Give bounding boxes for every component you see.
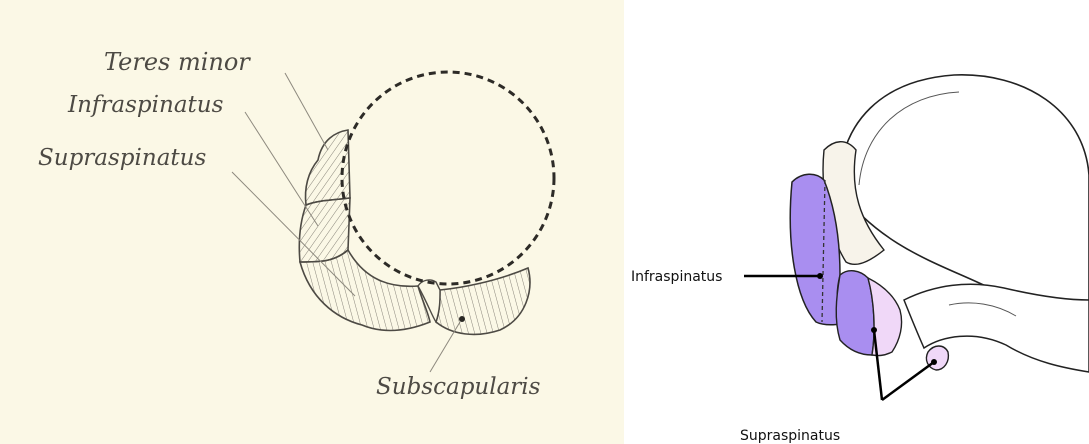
infraspinatus-region-lower bbox=[836, 271, 874, 355]
right-figure: Infraspinatus Supraspinatus bbox=[624, 0, 1089, 444]
label-supraspinatus-right: Supraspinatus bbox=[740, 428, 840, 444]
infraspinatus-attachment bbox=[299, 198, 350, 262]
supraspinatus-pointer-dot-1 bbox=[871, 327, 877, 333]
label-infraspinatus-right: Infraspinatus bbox=[631, 269, 722, 285]
infraspinatus-pointer-dot bbox=[817, 273, 823, 279]
right-figure-svg: Infraspinatus Supraspinatus bbox=[624, 0, 1089, 444]
label-teres-minor: Teres minor bbox=[104, 48, 251, 76]
subscapularis-dot bbox=[459, 316, 465, 322]
supraspinatus-pointer-dot-2 bbox=[931, 359, 937, 365]
label-supraspinatus-left: Supraspinatus bbox=[38, 145, 206, 171]
label-subscapularis: Subscapularis bbox=[376, 374, 541, 400]
label-infraspinatus-left: Infraspinatus bbox=[67, 92, 224, 118]
left-figure: Teres minor Infraspinatus Supraspinatus … bbox=[0, 0, 624, 444]
left-figure-svg: Teres minor Infraspinatus Supraspinatus … bbox=[0, 0, 624, 444]
